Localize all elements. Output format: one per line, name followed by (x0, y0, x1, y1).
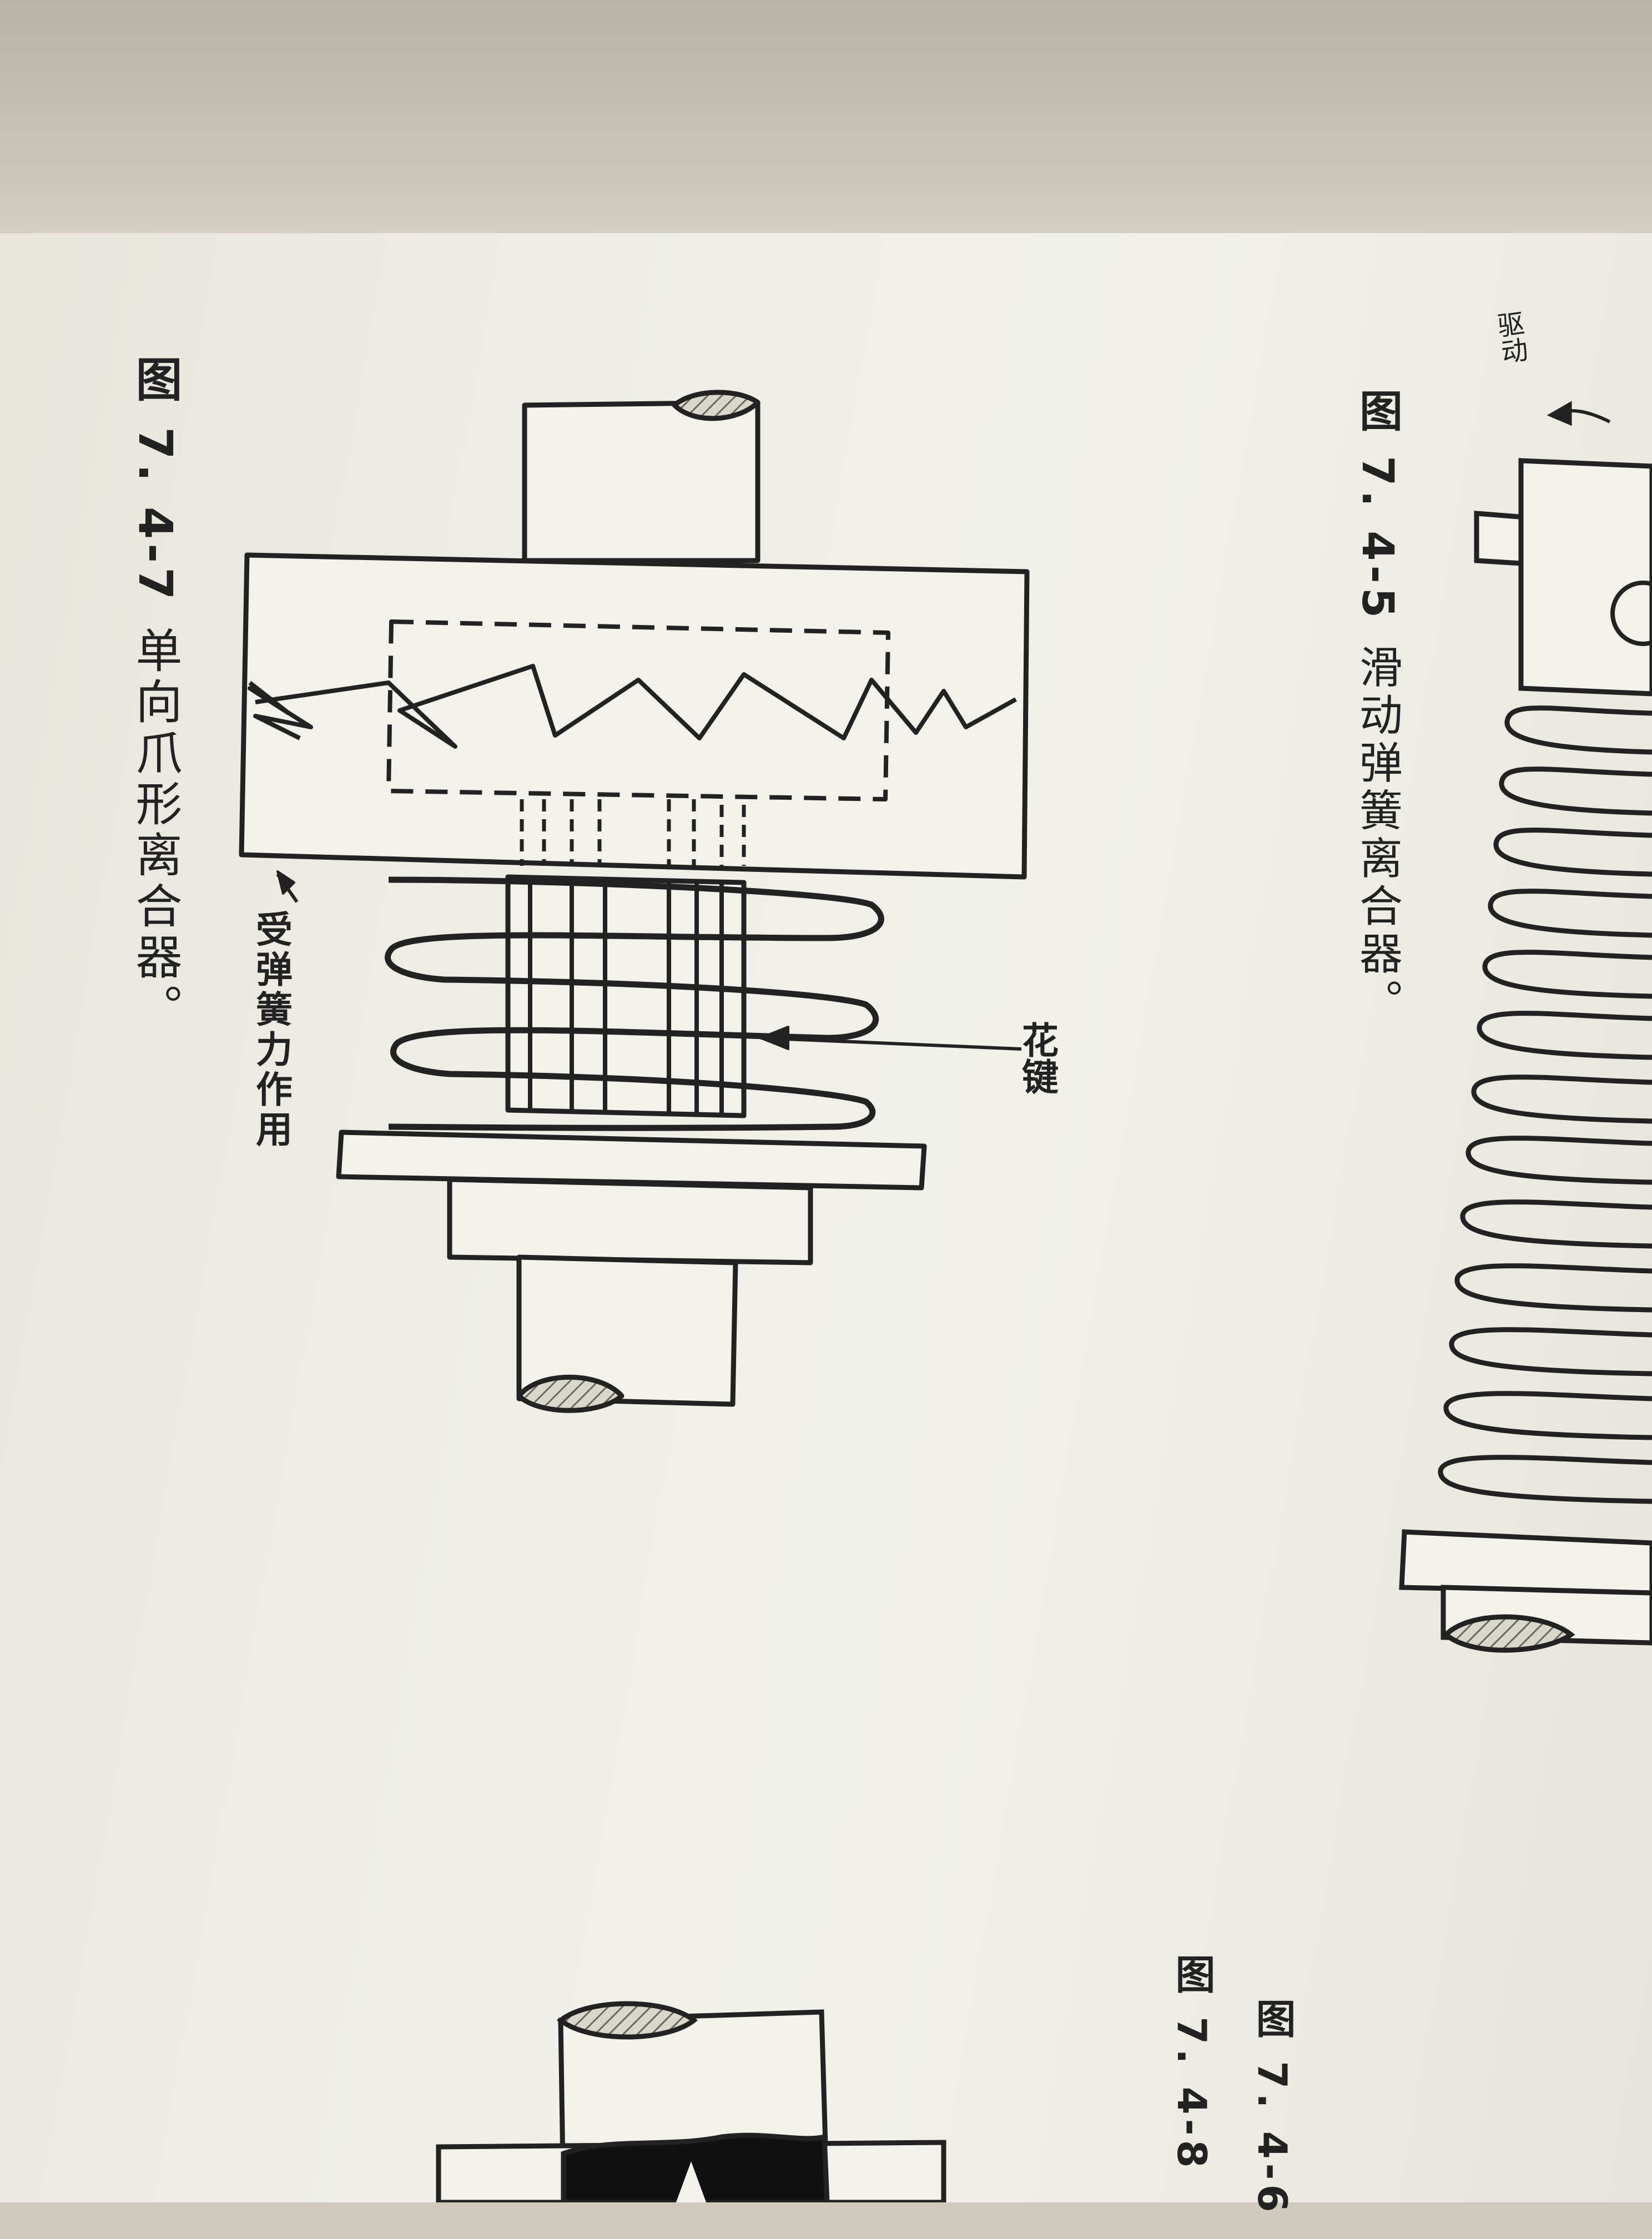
claw-black-8 (561, 2132, 830, 2202)
caption-fig-7-4-7: 图 7. 4-7 单向爪形离合器。 (122, 355, 189, 1035)
claw-block (239, 552, 1030, 880)
label-spline: 花键 (1016, 1021, 1059, 1095)
fig-7-4-6-drawing (1399, 401, 1652, 1653)
figure-title: 滑动弹簧离合器。 (1352, 644, 1402, 1027)
figure-number: 图 7. 4-7 (128, 355, 183, 604)
lower-shaft (516, 1254, 738, 1407)
label-drive: 驱动 (1490, 309, 1529, 366)
spline-keys (528, 877, 724, 1113)
flange-plate (336, 1129, 927, 1191)
lower-shaft-hatch (516, 1374, 624, 1413)
figure-number: 图 7. 4-6 (1249, 1998, 1296, 2217)
upper-shaft-hatch (672, 390, 760, 421)
figure-title: 单向爪形离合器。 (128, 626, 183, 1035)
page-shadow (0, 0, 1652, 261)
upper-shaft (522, 400, 760, 563)
spline-arrow (759, 1026, 789, 1050)
bottom-shaft-hatch (1442, 1614, 1575, 1653)
shaft-8-hatch (556, 2001, 698, 2040)
lower-hub (447, 1177, 813, 1265)
fig-7-4-7-drawing (239, 390, 1030, 1413)
caption-fig-7-4-5: 图 7. 4-5 滑动弹簧离合器。 (1346, 389, 1408, 1026)
claw-teeth (248, 664, 1017, 749)
inner-dashed-region (386, 619, 890, 801)
caption-fig-7-4-6: 图 7. 4-6 (1243, 1998, 1302, 2239)
compression-spring (385, 876, 884, 1131)
shaft-body (1518, 458, 1652, 697)
coil-spring-6 (1438, 705, 1652, 1504)
label-spring-force: 受弹簧力作用 (250, 910, 293, 1150)
figure-number: 图 7. 4-8 (1169, 1954, 1215, 2172)
spline-leader (760, 1036, 1022, 1051)
bottom-collar (1399, 1529, 1652, 1596)
fig-7-4-8-drawing (436, 2001, 946, 2202)
spring-force-arrow (276, 870, 295, 895)
figure-number: 图 7. 4-5 (1352, 389, 1402, 623)
caption-fig-7-4-8: 图 7. 4-8 (1163, 1954, 1221, 2195)
